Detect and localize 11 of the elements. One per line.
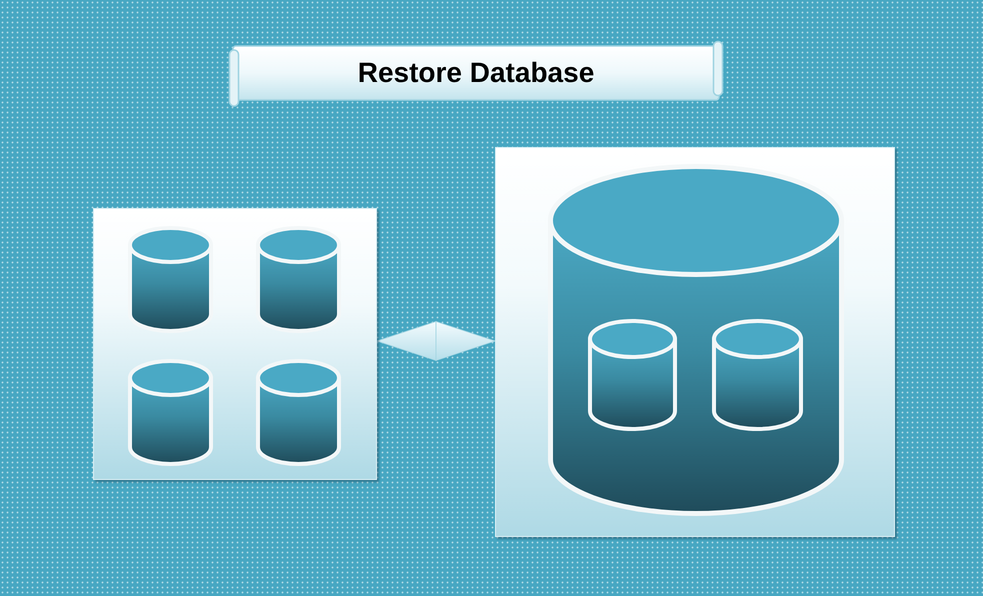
- database-cylinder: [256, 359, 341, 466]
- panel: [93, 208, 377, 480]
- double-arrow: [376, 321, 496, 361]
- database-cylinder: [128, 226, 213, 333]
- database-cylinder: [128, 359, 213, 466]
- database-cylinder: [588, 319, 677, 431]
- database-cylinder: [256, 226, 341, 333]
- panel: [495, 147, 895, 537]
- title-banner: Restore Database: [228, 40, 724, 108]
- database-cylinder: [548, 164, 844, 516]
- database-cylinder: [712, 319, 803, 431]
